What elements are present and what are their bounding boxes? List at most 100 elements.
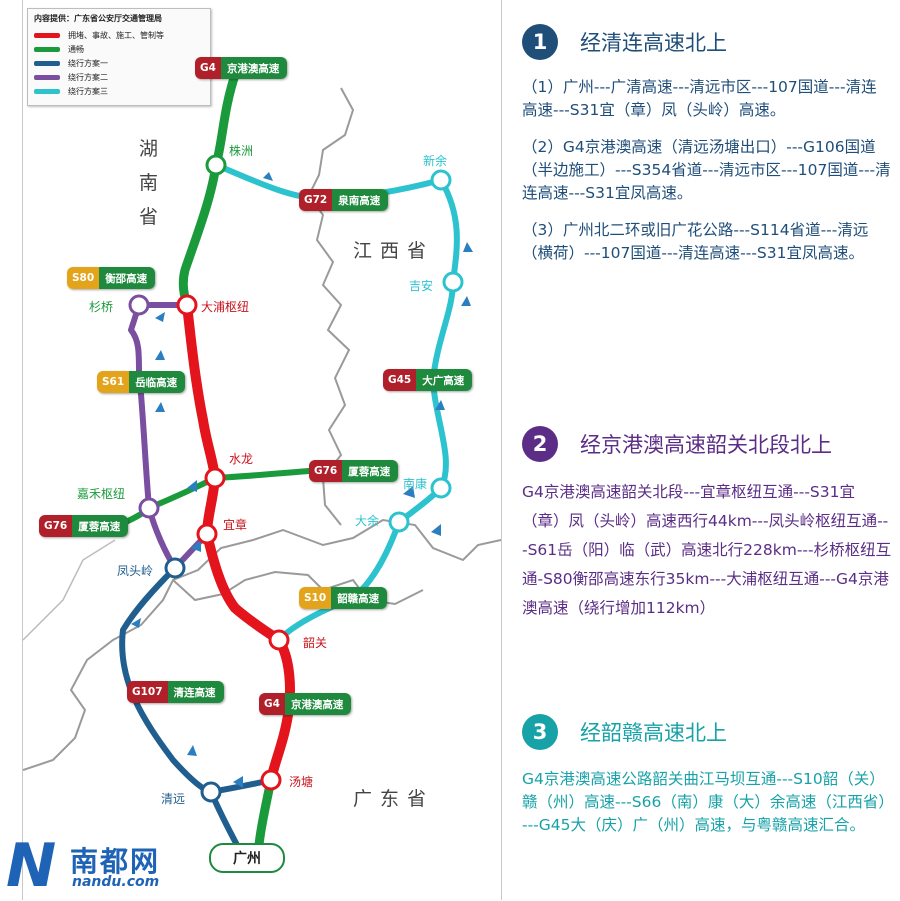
section-body: G4京港澳高速韶关北段---宜章枢纽互通---S31宜（章）凤（头岭）高速西行4… [522,478,892,623]
section-1: 1 经清连高速北上 （1）广州---广清高速---清远市区---107国道---… [522,24,892,279]
province-jiangxi: 江西省 [353,240,435,262]
legend-label: 拥堵、事故、施工、管制等 [68,30,164,40]
legend-label: 绕行方案三 [68,86,108,96]
node-jiahe [138,497,160,519]
section-header: 3 经韶赣高速北上 [522,714,892,750]
route-green-g76-east [212,467,326,481]
node-qingyuan [200,781,222,803]
road-name: 衡邵高速 [99,267,156,289]
route-purple [128,302,210,571]
route-map: 内容提供：广东省公安厅交通管理局 拥堵、事故、施工、管制等 通畅 绕行方案一 绕… [22,0,502,900]
legend-swatch [34,88,60,94]
section-2: 2 经京港澳高速韶关北段北上 G4京港澳高速韶关北段---宜章枢纽互通---S3… [522,426,892,637]
place-shaoguan: 韶关 [303,636,328,650]
legend-swatch [34,32,60,38]
legend-swatch [34,74,60,80]
place-zhuzhou: 株洲 [229,144,254,158]
section-body: （1）广州---广清高速---清远市区---107国道---清连高速---S31… [522,76,892,265]
road-label-g72: G72 泉南高速 [299,189,389,211]
legend-label: 绕行方案二 [68,72,108,82]
legend-item-detour-3: 绕行方案三 [34,85,108,97]
province-guangdong: 广东省 [353,788,435,810]
place-jian: 吉安 [409,279,434,293]
place-tangtang: 汤塘 [289,775,314,789]
road-code: S61 [97,371,130,393]
place-shuilong: 水龙 [229,452,254,466]
node-shuilong [204,467,226,489]
road-code: G4 [259,693,285,715]
route-description: G4京港澳高速公路韶关曲江马坝互通---S10韶（关）赣（州）高速---S66（… [522,770,887,834]
road-code: G76 [309,460,343,482]
road-name: 岳临高速 [129,371,186,393]
section-number-badge: 3 [522,714,558,750]
road-name: 泉南高速 [332,189,389,211]
route-option-3: （3）广州北二环或旧广花公路---S114省道---清远（横荷）---107国道… [522,221,869,262]
map-legend: 内容提供：广东省公安厅交通管理局 拥堵、事故、施工、管制等 通畅 绕行方案一 绕… [27,8,211,106]
logo-text-cn: 南都网 [70,845,161,878]
road-label-s80: S80 衡邵高速 [67,267,156,289]
route-description: G4京港澳高速韶关北段---宜章枢纽互通---S31宜（章）凤（头岭）高速西行4… [522,483,892,617]
route-green-g76-west [110,475,218,530]
place-nankang: 南康 [403,477,428,491]
section-title: 经韶赣高速北上 [580,721,727,745]
route-option-2: （2）G4京港澳高速（清远汤塘出口）---G106国道（半边施工）---S354… [522,138,891,202]
route-green-north [178,67,241,310]
legend-item-detour-2: 绕行方案二 [34,71,108,83]
road-label-g76-west: G76 厦蓉高速 [39,515,129,537]
section-body: G4京港澳高速公路韶关曲江马坝互通---S10韶（关）赣（州）高速---S66（… [522,768,892,837]
logo-text-en: nandu.com [72,874,160,890]
place-yizhang: 宜章 [223,518,248,532]
legend-item-clear: 通畅 [34,43,84,55]
map-canvas [23,67,501,850]
province-hunan: 湖南省 [139,138,159,228]
node-tangtang [260,769,282,791]
province-border-west [23,539,116,641]
logo-mark: N [6,831,57,901]
section-number-badge: 1 [522,24,558,60]
section-title: 经京港澳高速韶关北段北上 [580,433,832,457]
road-name: 京港澳高速 [284,693,352,715]
legend-swatch [34,60,60,66]
node-shanqiao [128,294,150,316]
road-code: G45 [383,369,417,391]
node-xinyu [430,169,452,191]
road-code: G4 [195,57,221,79]
road-label-g4-south: G4 京港澳高速 [259,693,352,715]
place-dayu: 大余 [355,514,380,528]
section-title: 经清连高速北上 [580,31,727,55]
road-name: 大广高速 [416,369,473,391]
legend-label: 绕行方案一 [68,58,108,68]
road-label-g4-north: G4 京港澳高速 [195,57,288,79]
road-name: 厦蓉高速 [72,515,129,537]
road-code: S10 [299,587,332,609]
place-jiahe: 嘉禾枢纽 [77,487,126,501]
route-descriptions: 1 经清连高速北上 （1）广州---广清高速---清远市区---107国道---… [500,0,900,900]
road-code: G107 [127,681,168,703]
node-zhuzhou [205,154,227,176]
road-label-g76-east: G76 厦蓉高速 [309,460,399,482]
road-code: G76 [39,515,73,537]
node-jian [442,271,464,293]
road-name: 韶赣高速 [331,587,388,609]
node-yizhang [196,523,218,545]
legend-swatch [34,46,60,52]
place-dapu: 大浦枢纽 [201,300,250,314]
road-name: 京港澳高速 [220,57,288,79]
road-label-g45: G45 大广高速 [383,369,473,391]
road-code: S80 [67,267,100,289]
legend-label: 通畅 [68,44,84,54]
node-shaoguan [268,629,290,651]
node-nankang [430,477,452,499]
place-xinyu: 新余 [423,154,448,168]
province-border-guangdong [23,518,501,771]
road-code: G72 [299,189,333,211]
node-fengtouling [164,557,186,579]
section-3: 3 经韶赣高速北上 G4京港澳高速公路韶关曲江马坝互通---S10韶（关）赣（州… [522,714,892,851]
province-border-hunan-jiangxi [307,87,355,526]
section-number-badge: 2 [522,426,558,462]
legend-title: 内容提供：广东省公安厅交通管理局 [34,14,162,23]
road-name: 厦蓉高速 [342,460,399,482]
node-dapu [176,294,198,316]
place-shanqiao: 杉桥 [89,300,114,314]
nandu-logo: N 南都网 nandu.com [6,831,216,901]
